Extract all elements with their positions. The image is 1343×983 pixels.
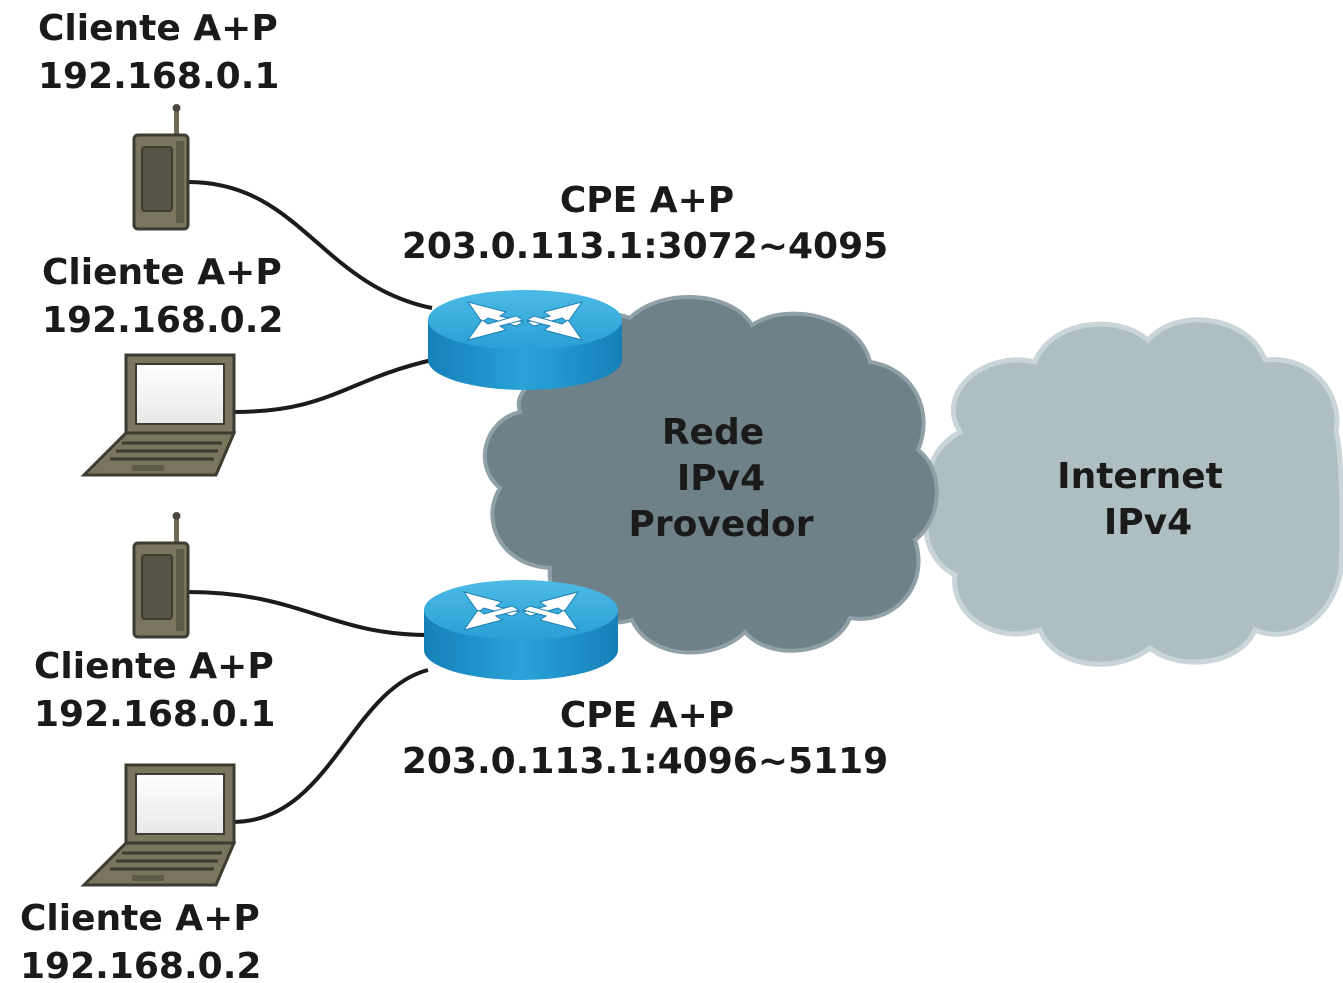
cable-phone1-cpe1 [187,180,433,310]
client-3-name: Cliente A+P [34,646,274,687]
laptop-icon [80,353,237,477]
internet-cloud-line2: IPv4 [1104,502,1192,543]
phone-icon [132,512,190,639]
laptop-icon [80,763,237,887]
client-4-address: 192.168.0.2 [20,946,261,983]
cable-laptop1-cpe1 [232,358,433,414]
internet-cloud [923,317,1343,667]
cable-phone2-cpe2 [187,590,429,637]
provider-cloud-line1: Rede [662,412,764,453]
provider-cloud-line3: Provedor [628,504,813,545]
provider-cloud-line2: IPv4 [677,458,765,499]
router-icon [428,290,622,390]
client-4-name: Cliente A+P [20,898,260,939]
client-1-name: Cliente A+P [38,8,278,49]
client-1-address: 192.168.0.1 [38,56,279,97]
router-icon [424,580,618,680]
cable-laptop2-cpe2 [232,668,429,824]
cpe-2-address: 203.0.113.1:4096~5119 [402,741,888,782]
cpe-1-address: 203.0.113.1:3072~4095 [402,226,888,267]
client-3-address: 192.168.0.1 [34,694,275,735]
phone-icon [132,104,190,231]
provider-cloud [482,295,939,655]
cables [187,180,433,824]
internet-cloud-line1: Internet [1057,456,1223,497]
client-2-address: 192.168.0.2 [42,300,283,341]
cpe-2-name: CPE A+P [560,695,734,736]
cpe-1-name: CPE A+P [560,180,734,221]
client-2-name: Cliente A+P [42,252,282,293]
